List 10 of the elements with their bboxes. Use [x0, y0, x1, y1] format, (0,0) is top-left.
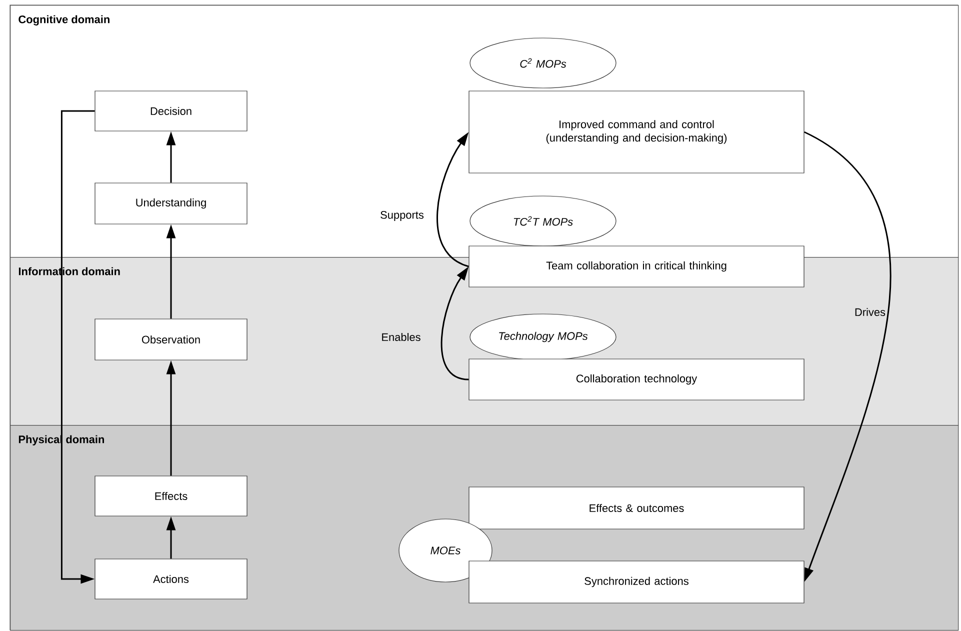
process-box: Improved command and control (understanding and decision-making)	[468, 90, 804, 174]
process-box: Decision	[94, 90, 248, 132]
process-box: Actions	[94, 558, 248, 600]
process-box: Observation	[94, 318, 248, 360]
edge-label: Enables	[382, 332, 420, 342]
process-box: Effects	[94, 476, 248, 516]
process-box: Understanding	[94, 182, 248, 224]
edge-label: Supports	[380, 211, 424, 221]
edge-label: Drives	[855, 308, 886, 316]
process-box: Team collaboration in critical thinking	[468, 246, 804, 288]
